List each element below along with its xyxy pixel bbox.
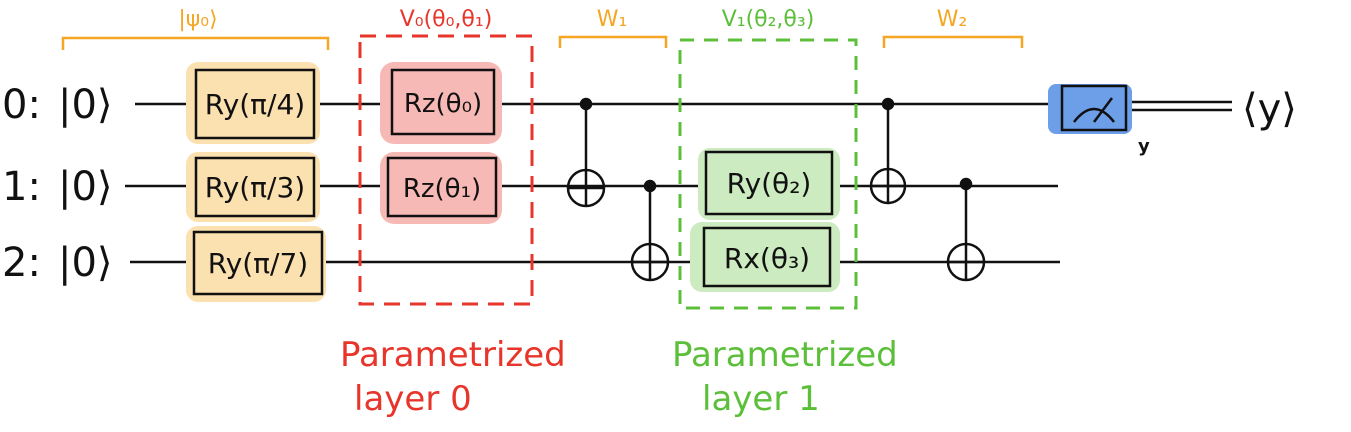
- svg-text:layer 0: layer 0: [354, 379, 472, 419]
- w1-label: W₁: [597, 7, 628, 32]
- ry-gate-q1: Ry(π/3): [186, 152, 320, 222]
- svg-text:Rz(θ₀): Rz(θ₀): [404, 89, 482, 119]
- svg-text:Ry(π/3): Ry(π/3): [205, 171, 305, 204]
- svg-text:Parametrized: Parametrized: [672, 335, 898, 375]
- qubit-2-label: 2:: [2, 240, 41, 286]
- classical-wire: [1127, 100, 1232, 112]
- svg-text:Ry(π/7): Ry(π/7): [208, 247, 308, 280]
- svg-text:Ry(θ₂): Ry(θ₂): [727, 167, 812, 200]
- qubit-labels: 0: |0⟩ 1: |0⟩ 2: |0⟩: [2, 82, 113, 286]
- psi0-label: |ψ₀⟩: [178, 7, 217, 32]
- ry-gate-q0: Ry(π/4): [186, 62, 320, 144]
- ry-gate-theta2: Ry(θ₂): [698, 148, 840, 220]
- svg-text:layer 1: layer 1: [702, 379, 820, 419]
- psi0-bracket: [61, 36, 330, 50]
- rz-gate-q1: Rz(θ₁): [380, 152, 502, 224]
- ry-gate-q2: Ry(π/7): [186, 226, 326, 302]
- w2-label: W₂: [937, 7, 968, 32]
- svg-text:Rx(θ₃): Rx(θ₃): [724, 242, 810, 275]
- svg-text:Parametrized: Parametrized: [340, 335, 566, 375]
- qubit-1-ket: |0⟩: [58, 164, 113, 210]
- qubit-2-ket: |0⟩: [58, 240, 113, 286]
- meter-arc: [1073, 107, 1115, 123]
- w2-cnots: [869, 97, 986, 282]
- rx-gate-theta3: Rx(θ₃): [690, 222, 840, 292]
- layer0-caption: Parametrized layer 0: [340, 335, 566, 419]
- layer1-dashed-box: [678, 38, 858, 310]
- v1-label: V₁(θ₂,θ₃): [722, 7, 815, 32]
- output-expectation: ⟨y⟩: [1242, 86, 1297, 132]
- w1-bracket: [558, 35, 668, 48]
- orange-brackets: [61, 35, 1024, 50]
- svg-text:Ry(π/4): Ry(π/4): [205, 88, 305, 121]
- w1-cnots: [566, 97, 670, 282]
- qubit-0-ket: |0⟩: [58, 82, 113, 128]
- orange-labels: |ψ₀⟩ W₁ W₂: [178, 7, 967, 32]
- measure-subscript: y: [1138, 136, 1150, 157]
- meter-needle-icon: [1093, 97, 1113, 123]
- w2-bracket: [882, 35, 1024, 48]
- v0-label: V₀(θ₀,θ₁): [400, 7, 493, 32]
- qubit-1-label: 1:: [2, 164, 41, 210]
- measurement-gate: y: [1048, 84, 1150, 157]
- rz-gate-q0: Rz(θ₀): [380, 62, 502, 144]
- layer1-caption: Parametrized layer 1: [672, 335, 898, 419]
- svg-text:Rz(θ₁): Rz(θ₁): [403, 174, 481, 204]
- layer0-dashed-box: [358, 34, 534, 306]
- qubit-0-label: 0:: [2, 82, 41, 128]
